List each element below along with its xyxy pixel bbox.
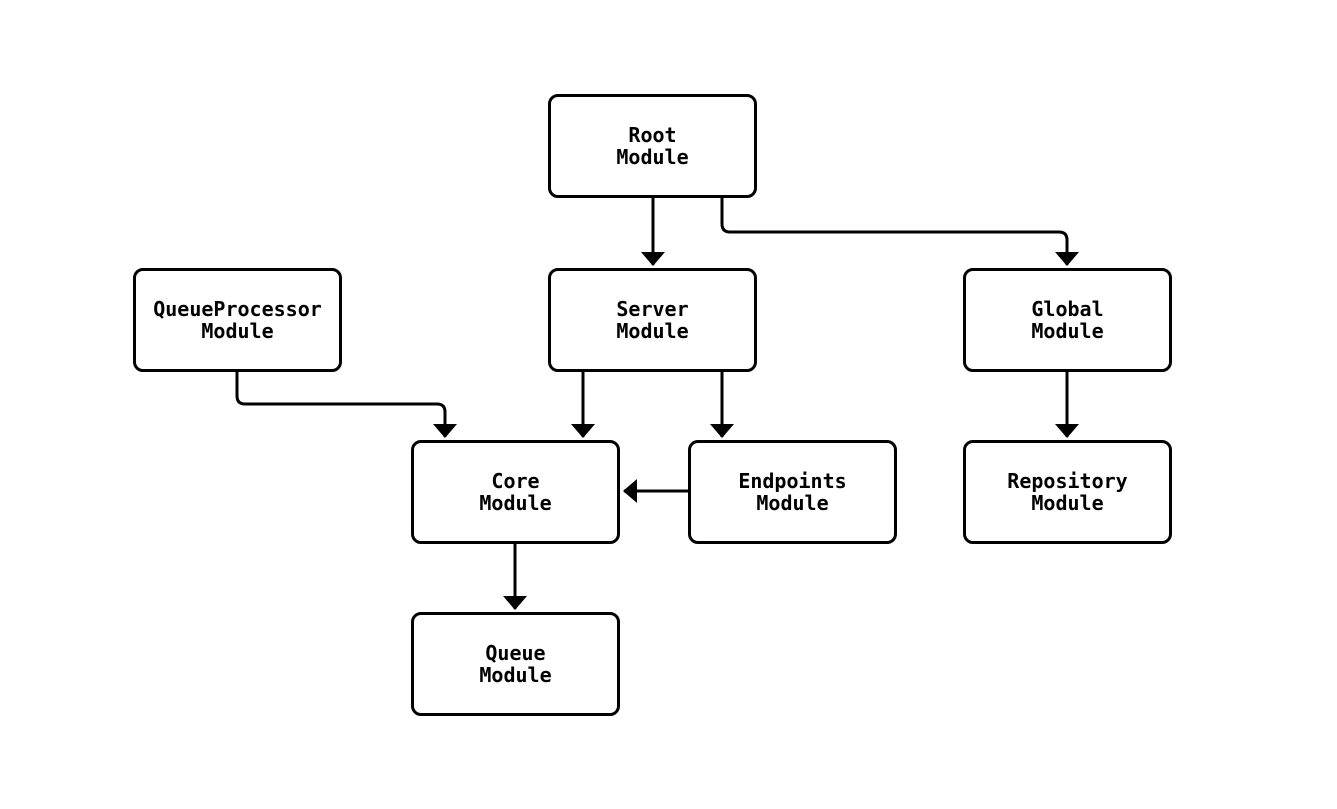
node-queue-module-label: Queue Module — [479, 641, 552, 687]
node-queue-module: Queue Module — [411, 612, 620, 716]
node-repository-module-label: Repository Module — [1007, 469, 1128, 515]
node-endpoints-module-label: Endpoints Module — [738, 469, 847, 515]
node-queueprocessor-module-label: QueueProcessor Module — [153, 297, 322, 343]
node-core-module-label: Core Module — [479, 469, 552, 515]
node-endpoints-module: Endpoints Module — [688, 440, 897, 544]
node-core-module: Core Module — [411, 440, 620, 544]
node-global-module: Global Module — [963, 268, 1172, 372]
node-root-module: Root Module — [548, 94, 757, 198]
edge-queueprocessor-to-core — [235, 372, 457, 438]
node-server-module-label: Server Module — [616, 297, 689, 343]
node-repository-module: Repository Module — [963, 440, 1172, 544]
node-root-module-label: Root Module — [616, 123, 689, 169]
edge-root-to-global — [720, 198, 1079, 266]
node-global-module-label: Global Module — [1031, 297, 1104, 343]
node-queueprocessor-module: QueueProcessor Module — [133, 268, 342, 372]
node-server-module: Server Module — [548, 268, 757, 372]
